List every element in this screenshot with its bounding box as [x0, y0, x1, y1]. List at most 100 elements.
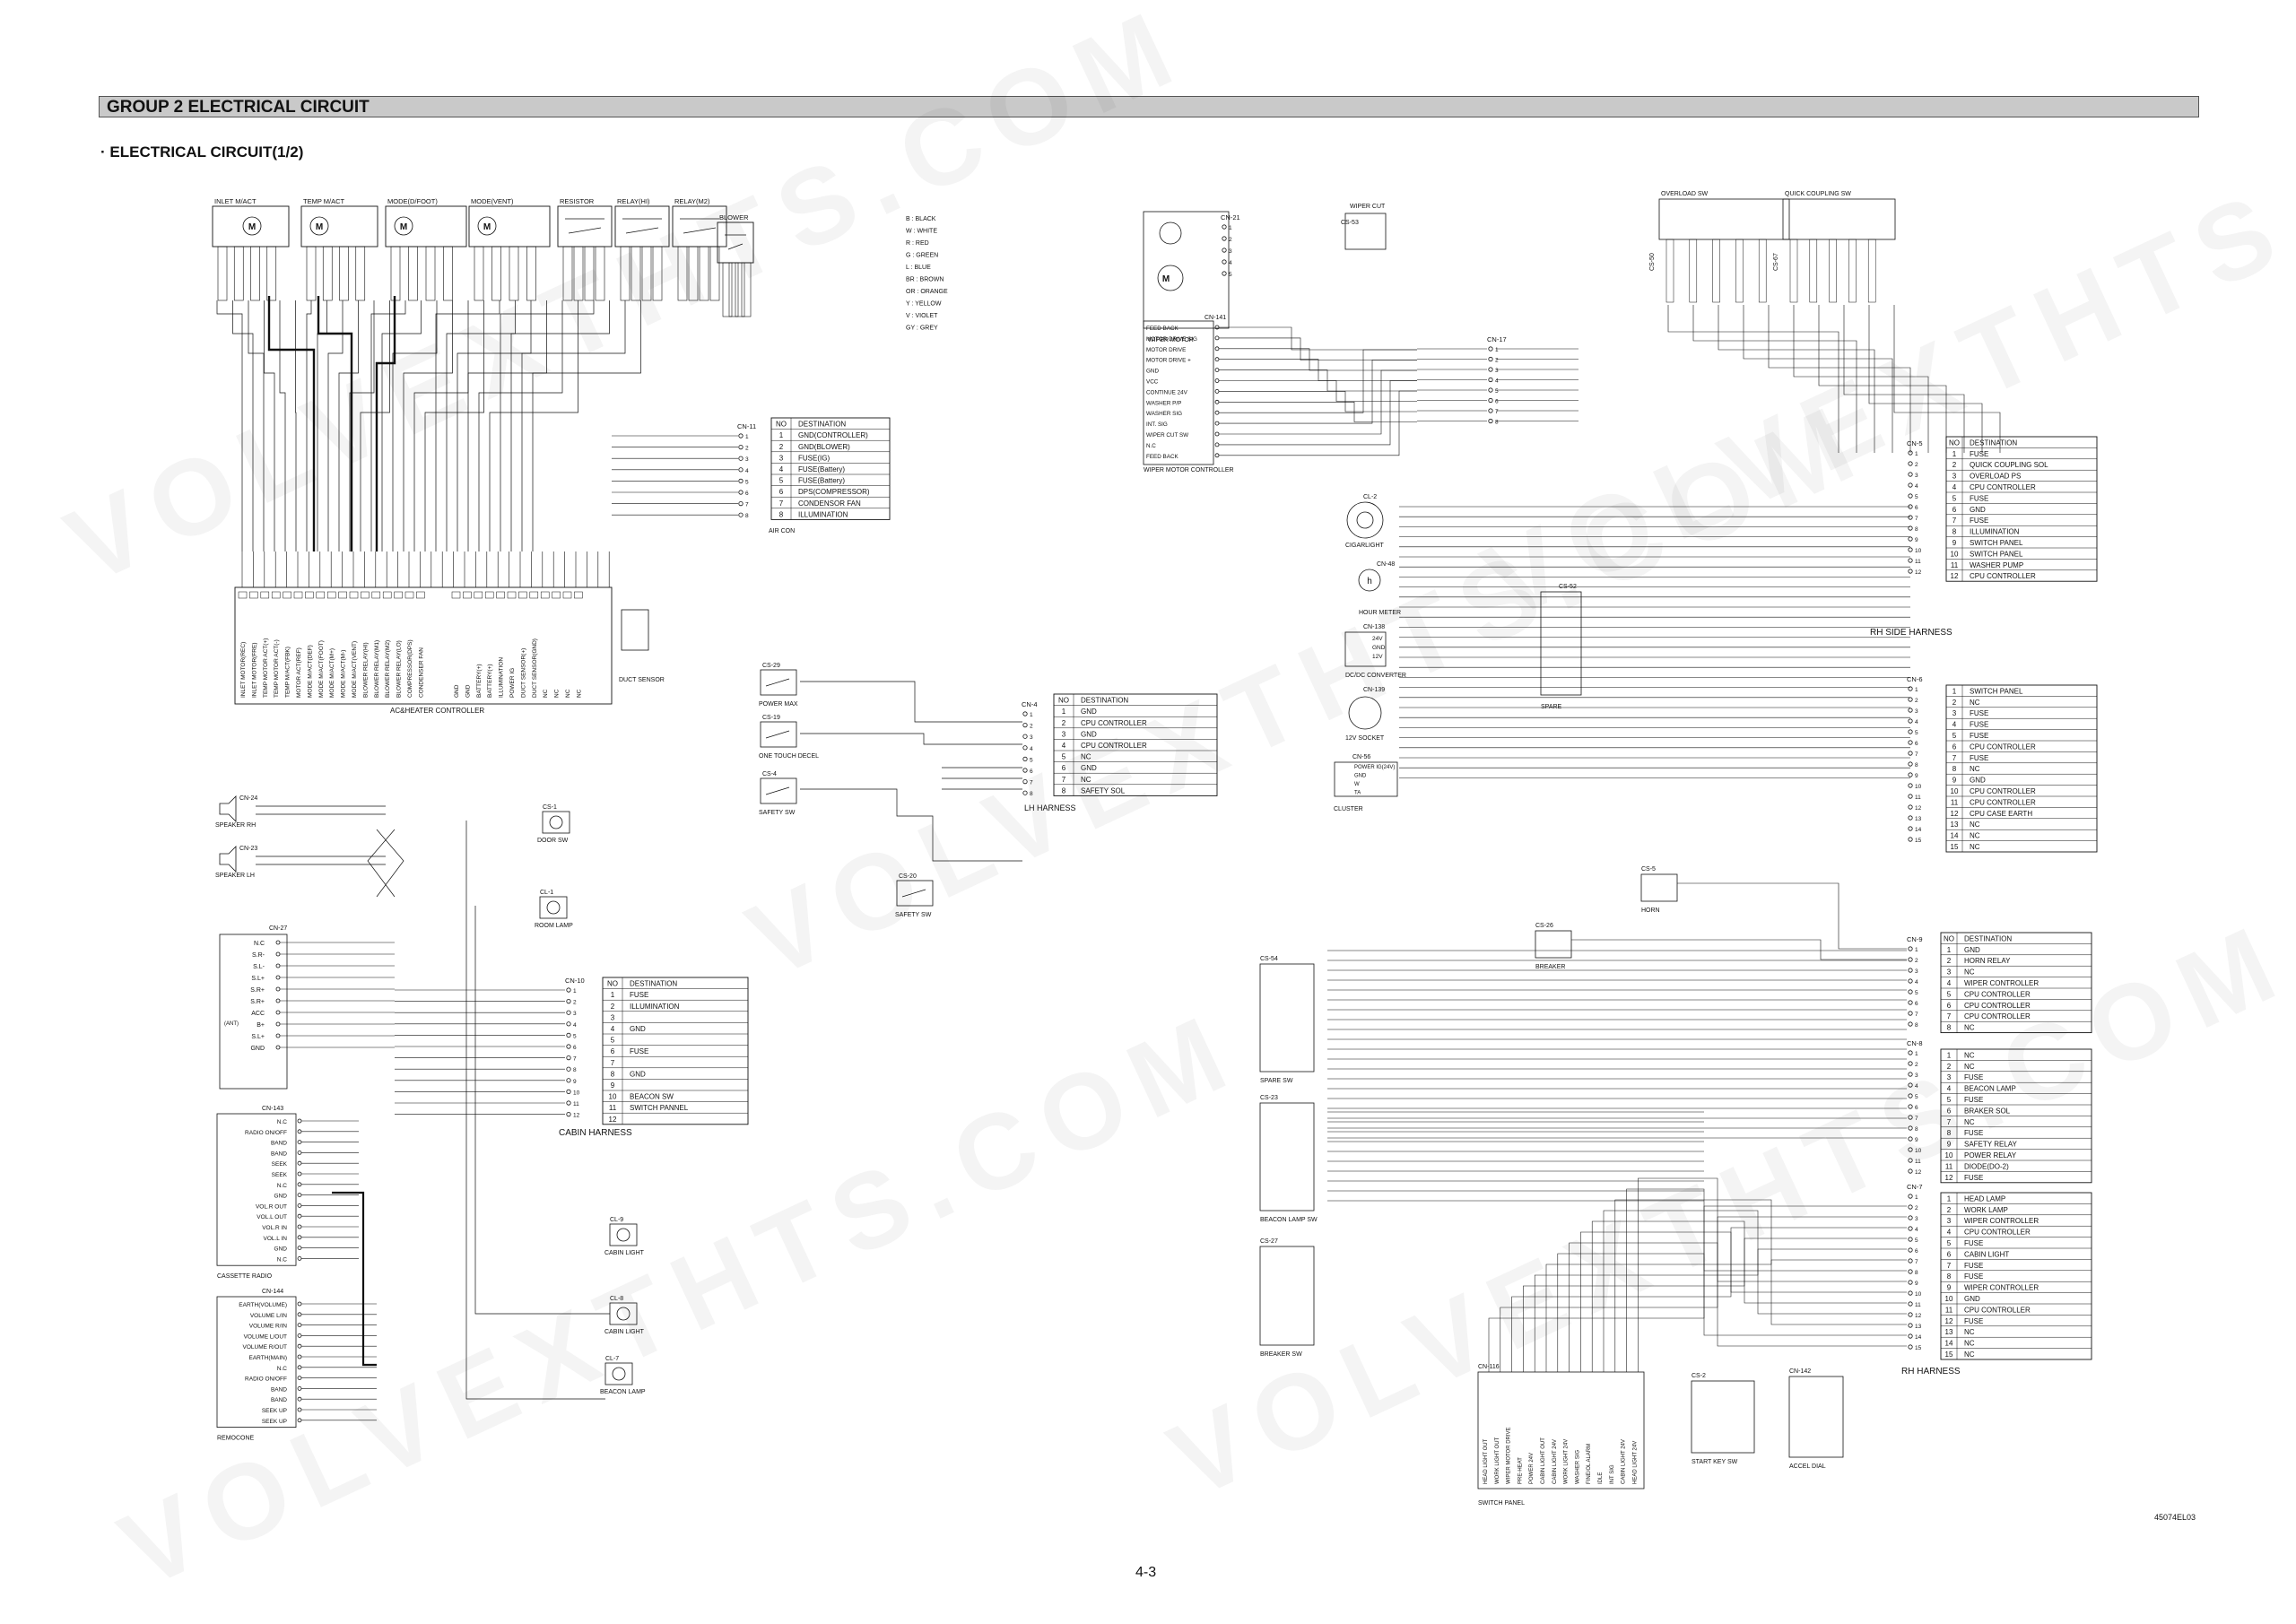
- wiper-motor-connector-pin-num: 3: [1229, 248, 1232, 255]
- cassette-pin-label: BAND: [271, 1141, 287, 1147]
- lh-table-cell: GND: [1081, 730, 1097, 738]
- controller-pin-label: BLOWER RELAY(M2): [385, 640, 391, 698]
- aircon-table-cell: NO: [776, 421, 787, 429]
- lamp-icon: [549, 815, 563, 829]
- cabin-table-cell: FUSE: [630, 1047, 648, 1055]
- aircon-connector-pin-num: 4: [745, 468, 749, 474]
- cabin-connector-pin: [566, 1055, 571, 1061]
- cn27-pin-label: N.C: [254, 941, 265, 947]
- pin-strip: [306, 246, 317, 301]
- dcdc-pin-label: 24V: [1372, 636, 1383, 642]
- pin-strip: [425, 246, 436, 301]
- harness-wire: [248, 300, 265, 551]
- cn7-connector-pin: [1908, 1290, 1913, 1296]
- wiper-controller-pin: [1214, 421, 1220, 426]
- lh-connector-pin-num: 8: [1030, 791, 1033, 797]
- wiper-controller-pin-label: FEED BACK: [1146, 454, 1178, 460]
- cn6-connector-pin: [1908, 772, 1913, 777]
- cn5-table-cell: WASHER PUMP: [1970, 561, 2023, 569]
- cn7-table-cell: 9: [1947, 1284, 1952, 1292]
- aircon-table-cell: GND(BLOWER): [798, 443, 850, 451]
- cn5-table-cell: 2: [1952, 461, 1957, 469]
- cn6-table-cell: 6: [1952, 743, 1957, 751]
- cn27-pin: [275, 940, 281, 945]
- wiper-controller-pin: [1214, 357, 1220, 362]
- harness-wire: [500, 300, 595, 551]
- cn7-connector-pin: [1908, 1237, 1913, 1242]
- harness-wire: [327, 300, 344, 551]
- component-box: [717, 221, 754, 264]
- remocone-pin-label: BAND: [271, 1397, 287, 1403]
- controller-pin-label: POWER IG: [509, 668, 516, 698]
- cn7-connector-pin: [1908, 1204, 1913, 1210]
- wiper-wire: [1256, 337, 1417, 360]
- pin-strip: [1829, 239, 1837, 303]
- rh-side-wire: [1893, 305, 2001, 453]
- cn5-connector-pin: [1908, 515, 1913, 520]
- speaker-icon: [219, 795, 237, 822]
- cn5-table-cell: 12: [1951, 572, 1959, 580]
- lh-wire: [800, 788, 1022, 862]
- cabin-device-label: DOOR SW: [537, 838, 569, 844]
- cn7-table-cell: CPU CONTROLLER: [1964, 1229, 2031, 1237]
- cassette-pin: [297, 1151, 302, 1155]
- wiper-controller-id: CN-141: [1205, 315, 1226, 321]
- rh-wire: [1614, 1199, 1907, 1372]
- cn5-connector-pin: [1908, 547, 1913, 552]
- cn7-table-cell: GND: [1964, 1295, 1980, 1303]
- cn5-connector-pin-num: 7: [1915, 516, 1918, 522]
- remocone-pin: [297, 1343, 302, 1349]
- pin-strip: [722, 262, 733, 317]
- cassette-pin: [297, 1193, 302, 1197]
- cn7-connector-pin-num: 8: [1915, 1270, 1918, 1276]
- rh-device-label: SWITCH PANEL: [1478, 1500, 1525, 1507]
- cn7-table-cell: 14: [1945, 1340, 1953, 1348]
- pin-strip: [491, 246, 501, 301]
- cabin-connector-pin: [566, 1078, 571, 1083]
- cn8-table-cell: BEACON LAMP: [1964, 1085, 2016, 1093]
- cn9-connector-pin-num: 6: [1915, 1001, 1918, 1007]
- cn7-connector-pin: [1908, 1269, 1913, 1274]
- cn6-table-cell: 13: [1951, 821, 1959, 829]
- cn7-connector-pin-num: 3: [1915, 1216, 1918, 1222]
- cn6-table-cell: 1: [1952, 687, 1957, 695]
- cabin-device-box: [609, 1302, 638, 1325]
- controller-pin-label: TEMP MOTOR ACT(-): [274, 639, 280, 698]
- cn9-connector-pin: [1908, 989, 1913, 994]
- cn7-table-cell: WIPER CONTROLLER: [1964, 1284, 2039, 1292]
- lh-wire: [800, 681, 1022, 723]
- switch-panel-pin-label: INT SIG: [1610, 1464, 1615, 1484]
- cassette-pin: [297, 1182, 302, 1187]
- cn9-table-cell: 8: [1947, 1024, 1952, 1032]
- cn9-table-cell: NC: [1964, 968, 1975, 977]
- pin-strip: [641, 246, 652, 301]
- dcdc-pin-label: GND: [1372, 645, 1386, 651]
- cn5-table-cell: OVERLOAD PS: [1970, 473, 2021, 481]
- lh-connector-pin: [1022, 711, 1028, 716]
- rh-side-wire: [1793, 305, 1929, 453]
- heavy-wire: [332, 1191, 377, 1367]
- pin-strip: [1689, 239, 1698, 303]
- rh-device-box: [1477, 1371, 1645, 1489]
- controller-pin-label: GND: [465, 684, 471, 698]
- cn7-table-cell: NC: [1964, 1340, 1975, 1348]
- wiper-controller-pin-label: CONTINUE 24V: [1146, 389, 1188, 395]
- cabin-device-label: ROOM LAMP: [535, 923, 573, 929]
- cn6-connector-pin-num: 4: [1915, 719, 1918, 725]
- cn7-table-cell: 2: [1947, 1206, 1952, 1214]
- cabin-connector-pin: [566, 1044, 571, 1049]
- remocone-pin: [297, 1354, 302, 1359]
- cn6-table-cell: 12: [1951, 810, 1959, 818]
- switch-box: [760, 777, 797, 804]
- rh-device-label: BEACON LAMP SW: [1260, 1217, 1318, 1223]
- cn27-pin: [275, 975, 281, 980]
- cn8-connector-pin: [1908, 1158, 1913, 1163]
- cn7-connector-pin: [1908, 1301, 1913, 1307]
- cabin-table-cell: 12: [609, 1116, 617, 1124]
- wiper-motor-icon: [1157, 265, 1184, 291]
- rh-device-label: BREAKER SW: [1260, 1351, 1302, 1358]
- switch-label: POWER MAX: [759, 701, 798, 708]
- cn7-connector-pin: [1908, 1323, 1913, 1328]
- controller-pin-label: BATTERY(+): [487, 664, 493, 698]
- cn17-connector-pin-num: 3: [1495, 368, 1499, 374]
